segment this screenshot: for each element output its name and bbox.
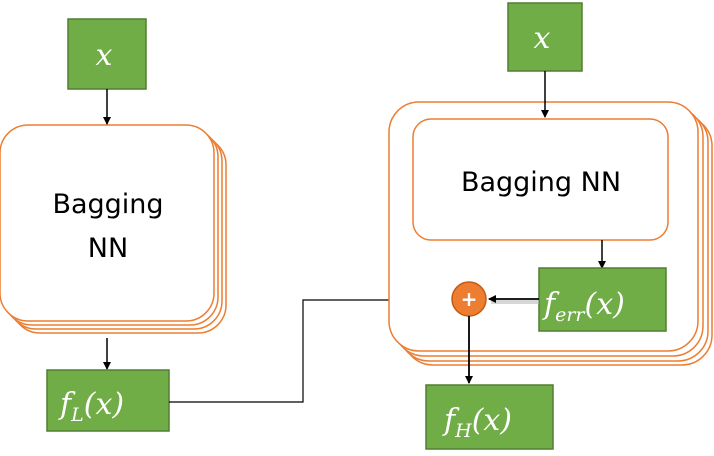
right-inner-box-label: Bagging NN — [461, 167, 621, 198]
left-bagging-nn-box — [0, 124, 215, 322]
error-ferr-label: ferr(x) — [542, 287, 625, 326]
output-fH-label: fH(x) — [442, 403, 512, 442]
left-output-fL-box — [46, 369, 170, 432]
sum-plus-icon: + — [461, 287, 478, 311]
left-input-x-label: x — [96, 38, 113, 73]
left-box-label-line2: NN — [88, 233, 128, 264]
output-fH-box — [425, 384, 554, 450]
right-input-x-box — [507, 2, 583, 72]
left-input-x-box — [67, 18, 147, 90]
connector-fL-to-sum — [169, 296, 445, 403]
left-output-fL-label: fL(x) — [58, 387, 124, 426]
right-inner-bagging-nn-box — [412, 118, 669, 241]
left-box-label-line1: Bagging — [52, 189, 163, 220]
right-input-x-label: x — [534, 21, 551, 56]
